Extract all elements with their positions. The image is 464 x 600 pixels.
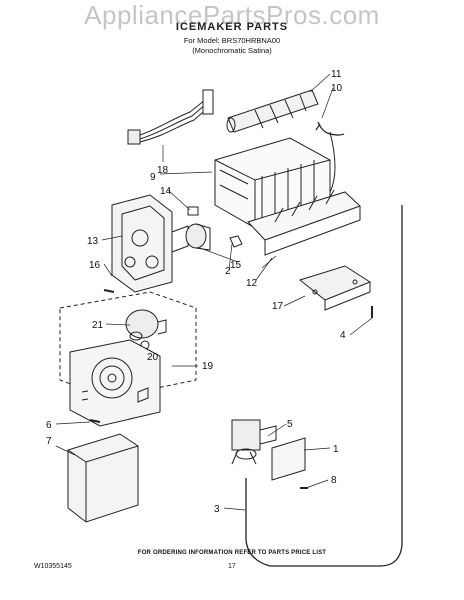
callout-10: 10: [331, 83, 343, 94]
cover-part: [67, 433, 139, 523]
fill-tube-part: [226, 89, 319, 133]
page-number: 17: [228, 563, 236, 570]
callout-1: 1: [333, 444, 339, 455]
control-plate-part: [69, 339, 161, 427]
screw-part-6: [89, 419, 101, 423]
clip-part: [187, 206, 199, 216]
control-housing-part: [111, 194, 189, 293]
callout-8: 8: [331, 475, 337, 486]
callout-15: 15: [230, 260, 242, 271]
callout-9: 9: [150, 172, 156, 183]
finish-line: (Monochromatic Satina): [192, 46, 272, 55]
callout-5: 5: [287, 419, 293, 430]
callout-14: 14: [160, 186, 172, 197]
document-number: W10355145: [34, 563, 72, 570]
motor-part: [125, 309, 167, 341]
callout-13: 13: [87, 236, 99, 247]
spacer-part: [185, 223, 211, 251]
wire-harness-part: [127, 89, 214, 145]
ejector-part: [247, 189, 361, 256]
bushing-part: [229, 235, 243, 248]
callout-12: 12: [246, 278, 258, 289]
water-tube-part: [245, 205, 403, 567]
bracket-part: [298, 265, 372, 311]
ordering-note: FOR ORDERING INFORMATION REFER TO PARTS …: [137, 550, 327, 556]
water-valve-part: [231, 419, 277, 465]
callout-21: 21: [92, 320, 104, 331]
screw-part-16: [103, 289, 115, 293]
callout-18: 18: [157, 165, 169, 176]
valve-bracket-part: [271, 437, 306, 481]
watermark: AppliancePartsPros.com: [84, 0, 380, 30]
callout-2: 2: [225, 266, 231, 277]
callout-20: 20: [147, 352, 159, 363]
callout-7: 7: [46, 436, 52, 447]
model-line: For Model: BRS70HRBNA00: [183, 36, 281, 45]
callout-19: 19: [202, 361, 214, 372]
page-title: ICEMAKER PARTS: [175, 21, 289, 33]
callout-3: 3: [214, 504, 220, 515]
callout-16: 16: [89, 260, 101, 271]
callout-6: 6: [46, 420, 52, 431]
callout-11: 11: [331, 69, 342, 80]
callout-4: 4: [340, 330, 346, 341]
callout-17: 17: [272, 301, 284, 312]
